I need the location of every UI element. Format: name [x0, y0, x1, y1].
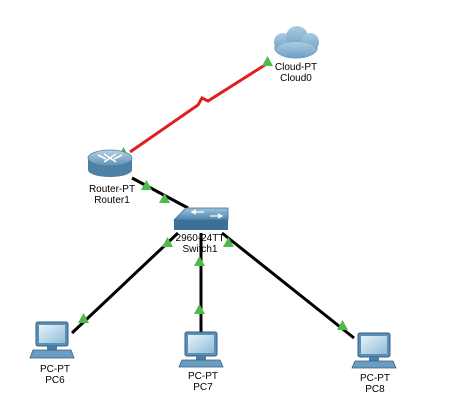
pc8-model: PC-PT — [360, 373, 390, 384]
router-name: Router1 — [94, 195, 130, 206]
link-up-icon — [78, 313, 89, 323]
cloud-name: Cloud0 — [280, 73, 312, 84]
ethernet-link-router-switch[interactable] — [131, 176, 189, 210]
link-up-icon — [159, 193, 170, 203]
pc6-model: PC-PT — [40, 364, 70, 375]
router-icon — [87, 149, 133, 177]
router-label: Router-PT Router1 — [89, 184, 135, 206]
pc-icon — [178, 331, 224, 368]
pc8-device[interactable] — [351, 332, 397, 369]
pc-icon — [351, 332, 397, 369]
switch-name: Switch1 — [182, 244, 218, 255]
pc7-model: PC-PT — [188, 371, 218, 382]
cloud-icon — [274, 26, 319, 59]
link-up-icon — [194, 256, 205, 266]
pc-icon — [29, 321, 75, 359]
cloud-label: Cloud-PT Cloud0 — [275, 62, 317, 84]
switch-device[interactable] — [173, 207, 229, 230]
pc7-name: PC7 — [193, 382, 213, 393]
serial-link-router-cloud[interactable] — [129, 61, 269, 154]
link-up-icon — [223, 237, 234, 247]
link-up-icon — [262, 56, 273, 66]
switch-icon — [173, 207, 229, 230]
router-model: Router-PT — [88, 184, 136, 195]
link-up-icon — [162, 237, 173, 247]
pc8-label: PC-PT PC8 — [360, 373, 390, 395]
cloud-device[interactable] — [274, 26, 319, 59]
ethernet-link-switch-pc8[interactable] — [221, 231, 355, 340]
switch-model: 2960-24TT — [175, 233, 225, 244]
pc6-device[interactable] — [29, 321, 75, 359]
link-up-icon — [194, 304, 205, 314]
pc7-device[interactable] — [178, 331, 224, 368]
pc6-name: PC6 — [45, 375, 65, 386]
router-device[interactable] — [87, 149, 133, 177]
link-up-icon — [141, 180, 152, 190]
switch-label: 2960-24TT Switch1 — [176, 233, 225, 255]
pc8-name: PC8 — [365, 384, 385, 395]
cloud-model: Cloud-PT — [274, 62, 318, 73]
pc7-label: PC-PT PC7 — [188, 371, 218, 393]
link-up-icon — [337, 320, 348, 330]
ethernet-link-switch-pc6[interactable] — [70, 231, 180, 335]
pc6-label: PC-PT PC6 — [40, 364, 70, 386]
